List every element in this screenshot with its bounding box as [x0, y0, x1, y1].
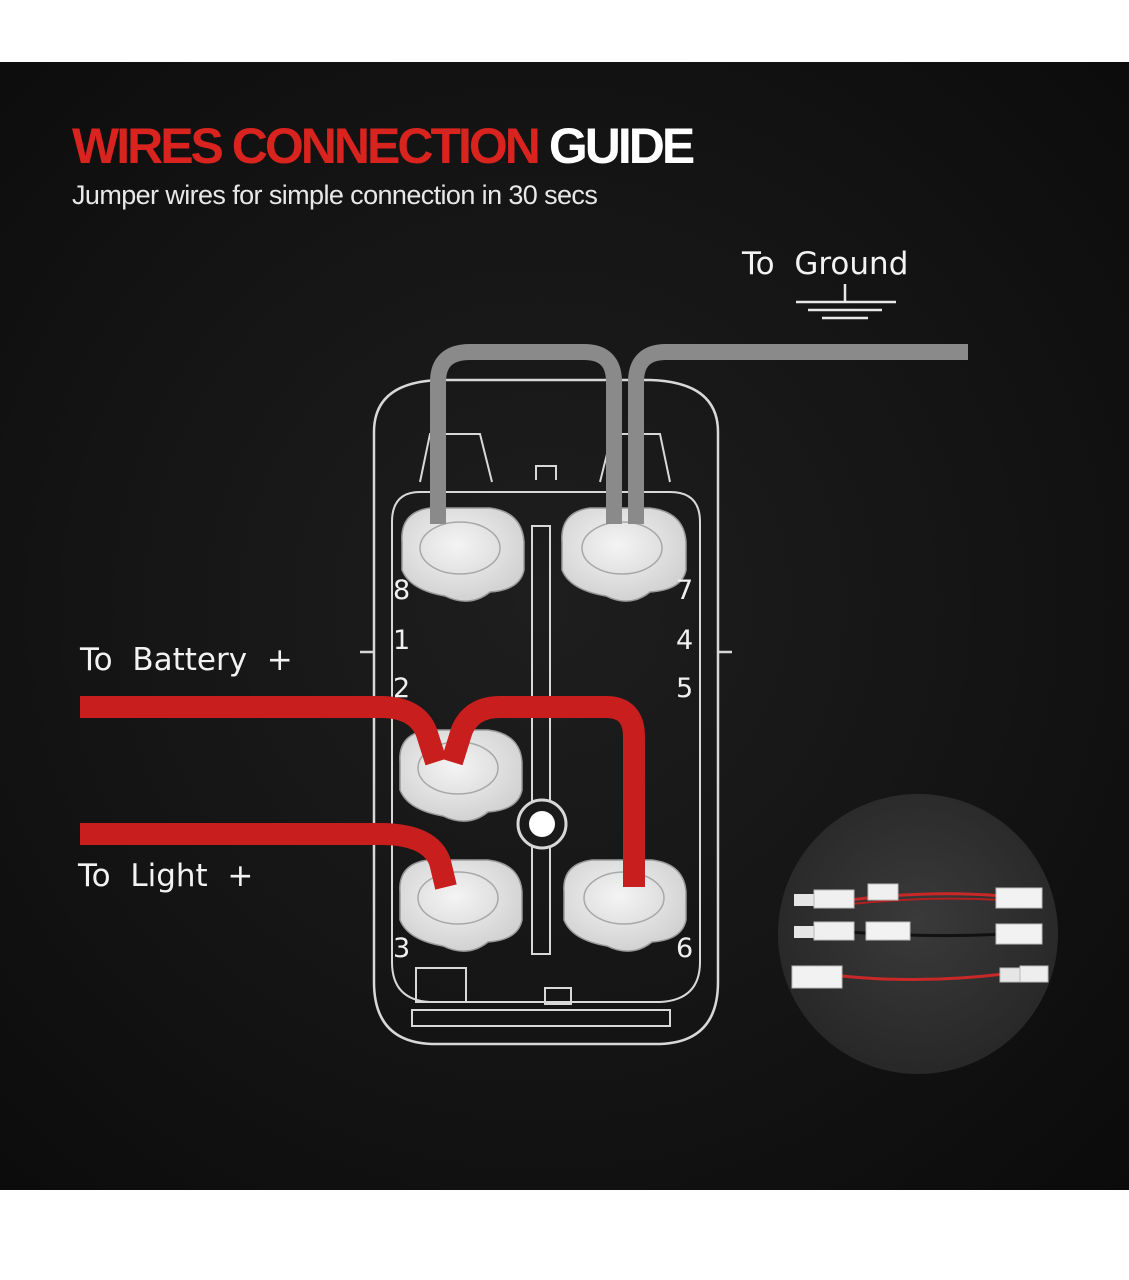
- terminal-8: [401, 507, 525, 602]
- pin-label-4: 4: [676, 625, 694, 656]
- pin-label-2: 2: [393, 673, 411, 704]
- light-wire: [80, 823, 457, 890]
- pin-label-8: 8: [393, 575, 411, 606]
- ground-wire: [430, 344, 968, 524]
- title-rest: GUIDE: [548, 118, 695, 174]
- light-label: To Light +: [78, 858, 254, 894]
- pin-label-3: 3: [393, 933, 411, 964]
- ground-label: To Ground: [742, 246, 909, 282]
- wiring-diagram: [80, 284, 1058, 1074]
- terminal-3: [399, 859, 523, 952]
- page-title: WIRES CONNECTION GUIDE: [72, 116, 695, 176]
- wiring-diagram-panel: WIRES CONNECTION GUIDE Jumper wires for …: [0, 62, 1129, 1190]
- ground-symbol-icon: [796, 284, 896, 320]
- terminal-6: [563, 859, 687, 952]
- led-indicator-icon: [516, 798, 568, 850]
- pin-label-5: 5: [676, 673, 694, 704]
- rocker-switch-body: [360, 378, 732, 1046]
- jumper-wire: [441, 696, 645, 887]
- page-subtitle: Jumper wires for simple connection in 30…: [72, 180, 598, 210]
- jumper-wires-photo: [778, 794, 1058, 1074]
- pin-label-1: 1: [393, 625, 411, 656]
- pin-label-6: 6: [676, 933, 694, 964]
- battery-wire: [80, 696, 447, 766]
- pin-label-7: 7: [676, 575, 694, 606]
- terminal-7: [561, 507, 687, 602]
- battery-label: To Battery +: [80, 642, 293, 678]
- power-wires: [80, 696, 645, 890]
- title-accent: WIRES CONNECTION: [72, 118, 541, 174]
